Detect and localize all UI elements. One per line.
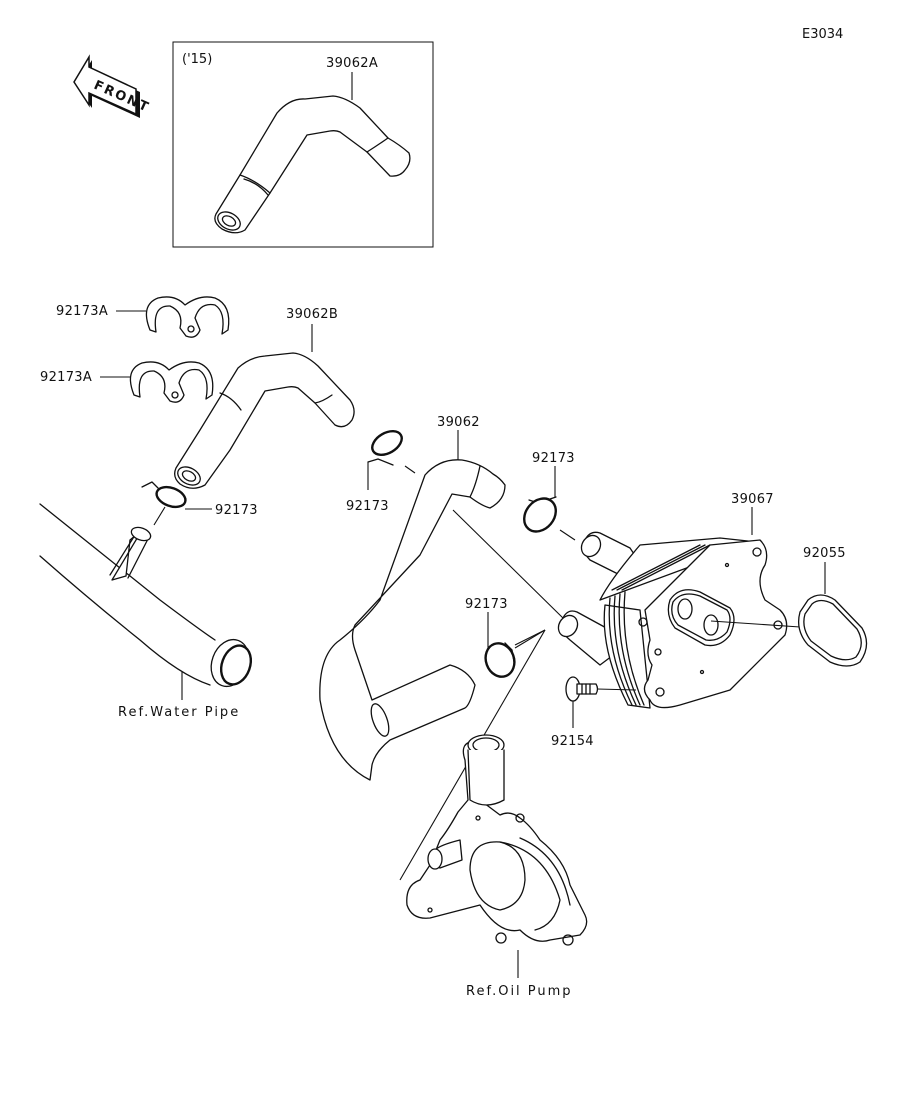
callout-92173-hose-top[interactable]: 92173	[346, 499, 389, 514]
front-arrow-icon: FRONT	[73, 54, 152, 118]
inset-box: ('15) 39062A	[172, 41, 434, 248]
bolt-92154[interactable]	[565, 676, 637, 728]
clamp-92173-water-pipe[interactable]	[141, 481, 188, 526]
oil-pump	[406, 734, 588, 978]
clip-92173A-upper[interactable]	[145, 296, 230, 338]
ref-oil-pump: Ref.Oil Pump	[466, 984, 573, 999]
ref-water-pipe: Ref.Water Pipe	[118, 705, 240, 720]
hose-39062A[interactable]	[214, 95, 411, 234]
callout-39062[interactable]: 39062	[437, 415, 480, 430]
callout-92055[interactable]: 92055	[803, 546, 846, 561]
inset-year-label: ('15)	[182, 52, 212, 67]
callout-92173-cooler-upper[interactable]: 92173	[532, 451, 575, 466]
clamp-92173-cooler-upper[interactable]	[518, 492, 576, 541]
oil-cooler-39067[interactable]	[555, 531, 801, 709]
callout-39062B[interactable]: 39062B	[286, 307, 338, 322]
hose-39062[interactable]	[319, 459, 506, 781]
hose-39062B[interactable]	[174, 352, 355, 489]
clamp-92173-hose-top[interactable]	[367, 426, 416, 490]
callout-92173A-lower[interactable]: 92173A	[40, 370, 92, 385]
callout-92173A-upper[interactable]: 92173A	[56, 304, 108, 319]
callout-92173-water-pipe[interactable]: 92173	[215, 503, 258, 518]
diagram-code: E3034	[802, 27, 843, 42]
callout-92173-cooler-lower[interactable]: 92173	[465, 597, 508, 612]
clip-92173A-lower[interactable]	[129, 361, 214, 403]
callout-92154[interactable]: 92154	[551, 734, 594, 749]
callout-39067[interactable]: 39067	[731, 492, 774, 507]
o-ring-92055[interactable]	[797, 594, 868, 667]
water-pipe	[39, 503, 253, 700]
clamp-92173-cooler-lower[interactable]	[481, 629, 546, 681]
callout-39062A[interactable]: 39062A	[326, 56, 378, 71]
